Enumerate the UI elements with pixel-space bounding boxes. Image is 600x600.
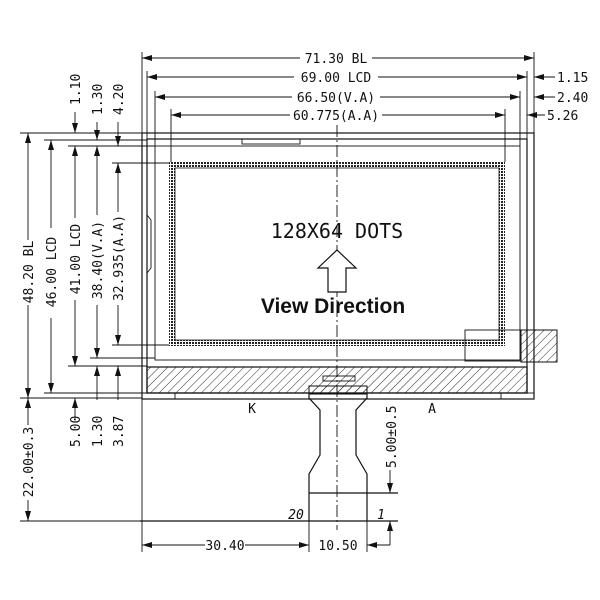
dim-aa-width: 60.775(A.A) <box>293 109 379 124</box>
dim-lcd-height: 46.00 LCD <box>45 237 60 308</box>
dim-right-2: 2.40 <box>557 91 588 106</box>
dots-label: 128X64 DOTS <box>271 219 403 243</box>
dim-top-1: 1.10 <box>69 74 84 105</box>
dim-lcd-inner-height: 41.00 LCD <box>69 224 84 295</box>
backlight-outline <box>141 132 535 400</box>
fpc-stiffener <box>308 385 368 395</box>
viewing-area <box>154 145 521 361</box>
connector-dimensions: 5.00±0.5 30.40 10.50 <box>141 399 400 554</box>
anode-label: A <box>428 402 436 417</box>
dim-tail-height: 22.00±0.3 <box>22 427 37 497</box>
view-direction-arrow-icon <box>316 249 358 293</box>
view-direction-label: View Direction <box>261 295 405 318</box>
dim-top-2: 1.30 <box>91 84 106 115</box>
dim-right-3: 5.26 <box>547 109 578 124</box>
fpc-outline <box>308 394 368 521</box>
top-tab <box>241 138 301 145</box>
dim-bottom-1: 5.00 <box>69 416 84 447</box>
dim-bl-width: 71.30 BL <box>305 52 368 67</box>
right-foot <box>500 392 535 400</box>
dim-right-1: 1.15 <box>557 71 588 86</box>
cathode-label: K <box>248 402 256 417</box>
left-notch <box>146 214 152 274</box>
dim-lcd-width: 69.00 LCD <box>301 71 372 86</box>
fpc-tail <box>140 385 398 522</box>
dim-va-height: 38.40(V.A) <box>91 221 106 299</box>
dim-connector-length: 5.00±0.5 <box>385 405 400 468</box>
dim-connector-offset: 30.40 <box>205 539 244 554</box>
dim-va-width: 66.50(V.A) <box>297 91 375 106</box>
dim-bl-height: 48.20 BL <box>22 241 37 304</box>
ledge-slot <box>322 375 356 382</box>
dim-bottom-2: 1.30 <box>91 416 106 447</box>
dim-top-3: 4.20 <box>112 84 127 115</box>
top-dimensions: 71.30 BL 69.00 LCD 66.50(V.A) 60.775(A.A… <box>141 52 588 162</box>
left-foot <box>141 392 176 400</box>
dim-aa-height: 32.935(A.A) <box>112 215 127 301</box>
dim-connector-width: 10.50 <box>318 539 357 554</box>
dim-bottom-3: 3.87 <box>112 416 127 447</box>
pin-20-label: 20 <box>288 508 304 523</box>
side-connector-tab <box>520 329 558 363</box>
left-dimensions: 48.20 BL 46.00 LCD 41.00 LCD 38.40(V.A) … <box>20 74 169 522</box>
pin-1-label: 1 <box>377 508 385 523</box>
